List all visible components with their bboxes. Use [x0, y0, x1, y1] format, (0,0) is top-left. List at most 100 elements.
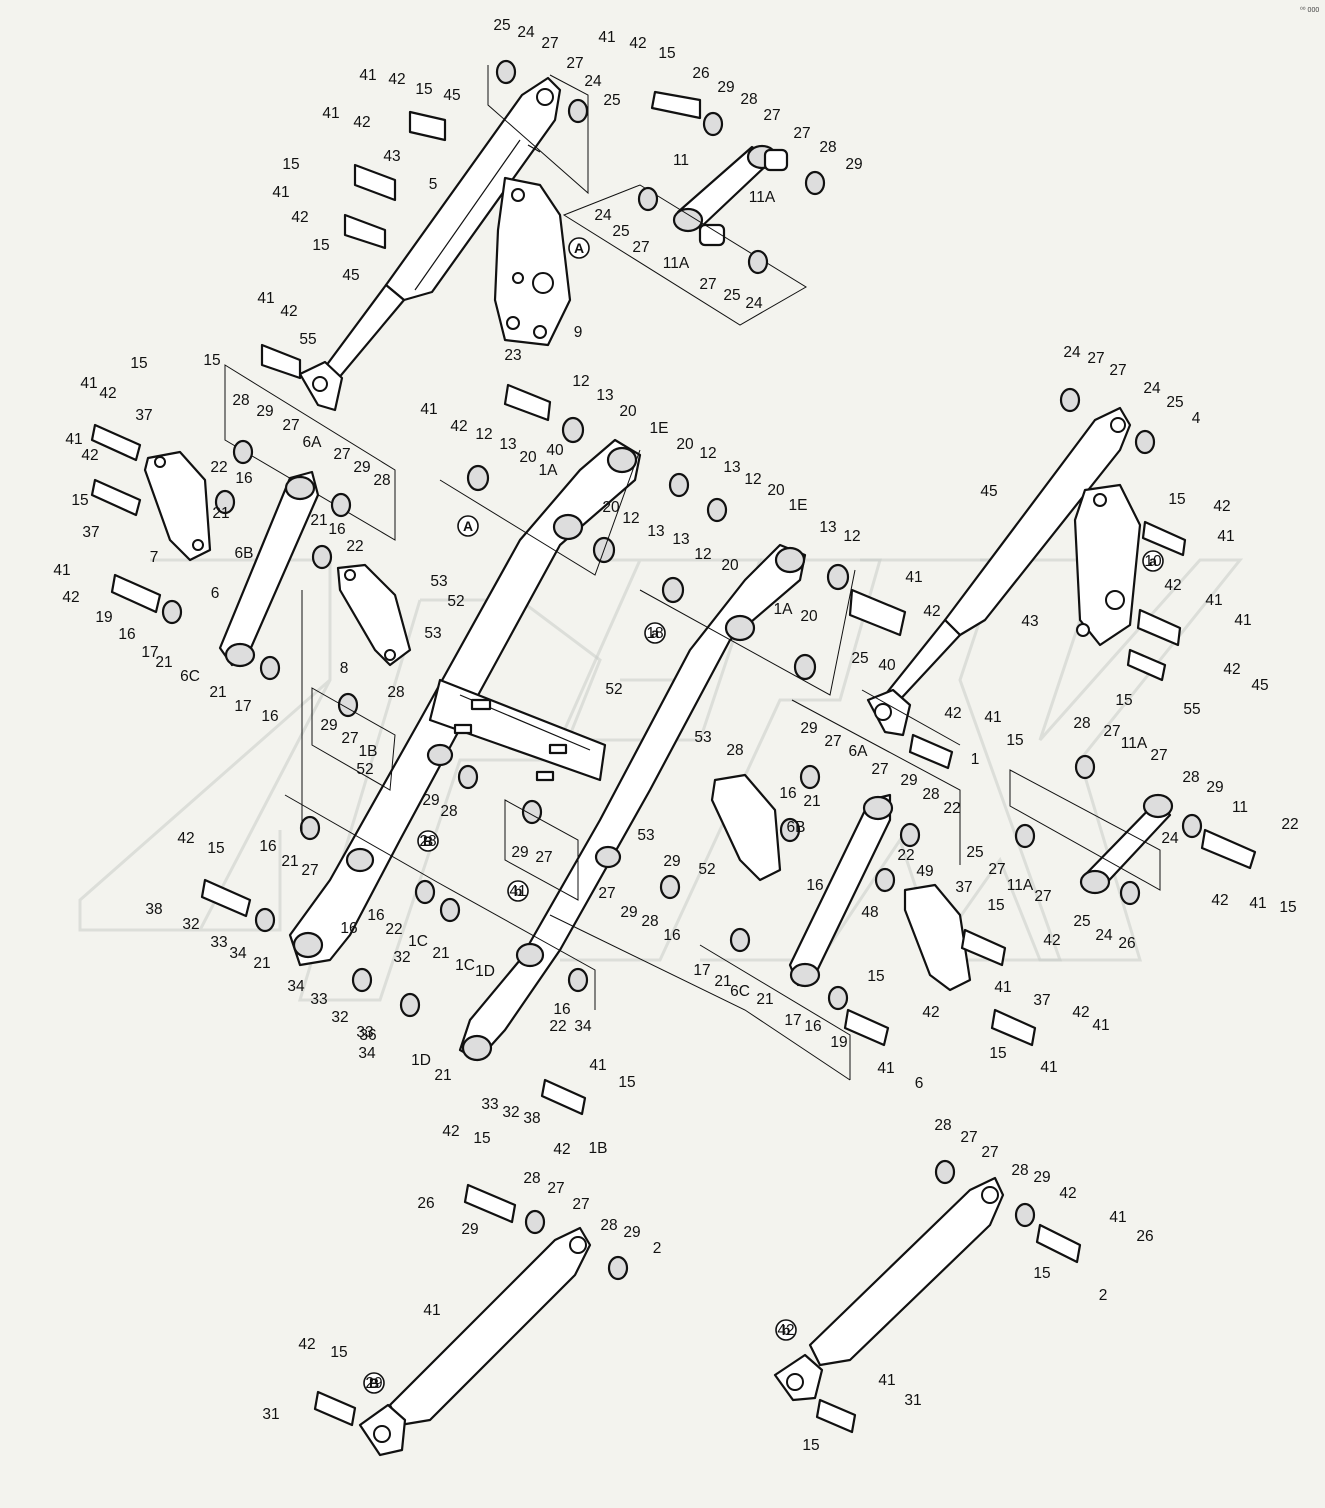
part-number-label: 27: [333, 446, 350, 463]
part-number-label: 27: [981, 1144, 998, 1161]
part-number-label: 16: [806, 877, 823, 894]
part-number-label: 41: [423, 1302, 440, 1319]
part-number-label: 16: [553, 1001, 570, 1018]
part-number-label: 11A: [749, 189, 776, 206]
part-number-label: 4: [1192, 410, 1201, 427]
part-number-label: 24: [594, 207, 612, 224]
part-number-label: 28: [523, 1170, 540, 1187]
part-number-label: 40: [878, 657, 896, 674]
part-number-label: 25: [612, 223, 629, 240]
svg-text:a: a: [651, 625, 659, 641]
svg-text:b: b: [782, 1322, 791, 1338]
part-number-label: 20: [619, 403, 637, 420]
part-number-label: 32: [502, 1104, 519, 1121]
part-number-label: 15: [1115, 692, 1132, 709]
part-number-label: 15: [987, 897, 1004, 914]
part-number-label: 45: [342, 267, 359, 284]
part-number-label: 16: [663, 927, 680, 944]
part-number-label: 29: [422, 792, 439, 809]
part-number-label: 27: [282, 417, 299, 434]
link-11-top: [672, 144, 789, 247]
callout-b: b: [775, 1319, 797, 1341]
part-number-label: 15: [1006, 732, 1023, 749]
part-number-label: 24: [745, 295, 763, 312]
part-number-label: 27: [699, 276, 716, 293]
part-number-label: 24: [1063, 344, 1081, 361]
part-number-label: 6C: [730, 983, 750, 1000]
part-number-label: 12: [699, 445, 716, 462]
boom-1: [288, 438, 807, 1062]
part-number-label: 1E: [789, 497, 808, 514]
part-number-label: 37: [1033, 992, 1050, 1009]
part-number-label: 29: [845, 156, 862, 173]
part-number-label: 21: [310, 512, 327, 529]
part-number-label: 24: [584, 73, 602, 90]
part-number-label: 33: [356, 1024, 373, 1041]
part-number-label: 20: [767, 482, 785, 499]
svg-text:B: B: [369, 1375, 379, 1391]
part-number-label: 45: [443, 87, 460, 104]
part-number-label: 48: [861, 904, 878, 921]
part-number-label: 28: [440, 803, 457, 820]
part-number-label: 25: [966, 844, 983, 861]
part-number-label: 38: [523, 1110, 540, 1127]
part-number-label: 37: [82, 524, 99, 541]
svg-text:A: A: [463, 518, 473, 534]
part-number-label: 27: [793, 125, 810, 142]
part-number-label: 27: [1109, 362, 1126, 379]
part-number-label: 16: [261, 708, 278, 725]
part-number-label: 12: [622, 510, 639, 527]
svg-text:a: a: [1149, 553, 1157, 569]
part-number-label: 16: [804, 1018, 821, 1035]
part-number-label: 11A: [1121, 735, 1148, 752]
part-number-label: 16: [367, 907, 384, 924]
part-number-label: 22: [346, 538, 363, 555]
part-number-label: 42: [353, 114, 370, 131]
part-number-label: 15: [989, 1045, 1006, 1062]
part-number-label: 42: [280, 303, 297, 320]
part-number-label: 26: [1118, 935, 1135, 952]
part-number-label: 27: [824, 733, 841, 750]
part-number-label: 29: [461, 1221, 478, 1238]
svg-text:B: B: [423, 833, 433, 849]
svg-text:b: b: [514, 883, 523, 899]
part-number-label: 27: [598, 885, 615, 902]
part-number-label: 42: [1223, 661, 1240, 678]
part-number-label: 42: [177, 830, 194, 847]
part-number-label: 31: [262, 1406, 279, 1423]
part-number-label: 42: [298, 1336, 315, 1353]
part-number-label: 21: [714, 973, 731, 990]
part-number-label: 42: [442, 1123, 459, 1140]
part-number-label: 15: [802, 1437, 819, 1454]
part-number-label: 41: [1109, 1209, 1126, 1226]
part-number-label: 41: [1234, 612, 1251, 629]
part-number-label: 27: [871, 761, 888, 778]
part-number-label: 27: [1103, 723, 1120, 740]
callout-B: B: [417, 830, 439, 852]
part-number-label: 15: [312, 237, 329, 254]
part-number-label: 1B: [359, 743, 378, 760]
part-number-label: 25: [603, 92, 620, 109]
part-number-label: 29: [900, 772, 917, 789]
callout-a: a: [1142, 550, 1164, 572]
part-number-label: 15: [203, 352, 220, 369]
part-number-label: 28: [641, 913, 658, 930]
cylinder-2-right: [773, 1176, 1005, 1402]
part-number-label: 22: [943, 800, 960, 817]
part-number-label: 27: [763, 107, 780, 124]
part-number-label: 42: [450, 418, 467, 435]
part-number-label: 42: [62, 589, 79, 606]
part-number-label: 15: [282, 156, 299, 173]
part-number-label: 42: [1043, 932, 1060, 949]
part-number-label: 43: [383, 148, 400, 165]
part-number-label: 6: [211, 585, 220, 602]
part-number-label: 28: [600, 1217, 617, 1234]
part-number-label: 20: [721, 557, 739, 574]
part-number-label: 34: [358, 1045, 376, 1062]
part-number-label: 41: [257, 290, 274, 307]
part-number-label: 27: [566, 55, 583, 72]
frames-top: [224, 65, 807, 541]
part-number-label: 49: [916, 863, 933, 880]
pins: [90, 383, 1257, 1434]
part-number-label: 20: [800, 608, 818, 625]
